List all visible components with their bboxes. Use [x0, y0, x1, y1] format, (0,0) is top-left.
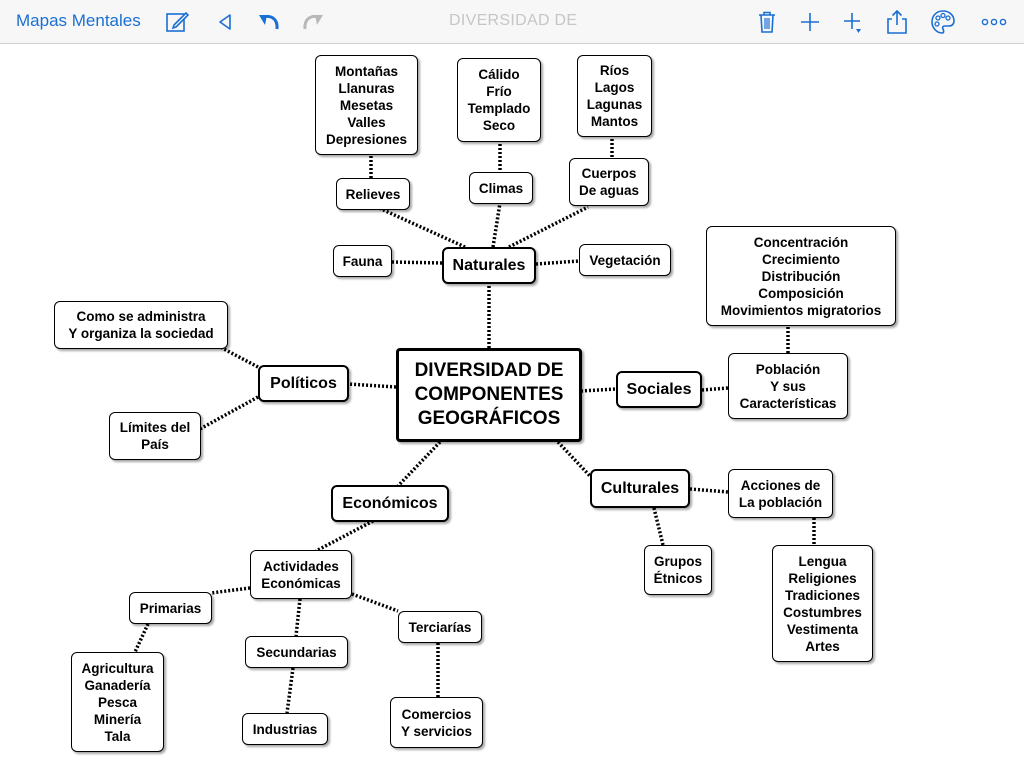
- comercios-node[interactable]: Comercios Y servicios: [390, 697, 483, 748]
- mindmap-canvas[interactable]: DIVERSIDAD DE COMPONENTES GEOGRÁFICOS Na…: [0, 45, 1024, 768]
- politicos-node[interactable]: Políticos: [258, 365, 349, 402]
- cuerpos-de-agua-node[interactable]: Cuerpos De aguas: [569, 158, 649, 206]
- document-title: DIVERSIDAD DE: [449, 12, 578, 29]
- palette-icon[interactable]: [930, 9, 956, 35]
- limites-node[interactable]: Límites del País: [109, 412, 201, 460]
- secundarias-node[interactable]: Secundarias: [245, 636, 348, 668]
- acciones-node[interactable]: Acciones de La población: [728, 469, 833, 518]
- administra-node[interactable]: Como se administra Y organiza la socieda…: [54, 301, 228, 349]
- cuerpos-de-agua-list-node[interactable]: Ríos Lagos Lagunas Mantos: [577, 55, 652, 137]
- sociales-node[interactable]: Sociales: [616, 371, 702, 408]
- actividades-node[interactable]: Actividades Económicas: [250, 550, 352, 599]
- industrias-node[interactable]: Industrias: [242, 713, 328, 745]
- trash-icon[interactable]: [754, 9, 780, 35]
- add-child-icon[interactable]: [840, 9, 866, 35]
- relieves-list-node[interactable]: Montañas Llanuras Mesetas Valles Depresi…: [315, 55, 418, 155]
- back-to-maps-button[interactable]: Mapas Mentales: [16, 11, 141, 30]
- poblacion-list-node[interactable]: Concentración Crecimiento Distribución C…: [706, 226, 896, 326]
- back-icon[interactable]: [212, 9, 238, 35]
- fauna-node[interactable]: Fauna: [333, 245, 392, 277]
- primarias-list-node[interactable]: Agricultura Ganadería Pesca Minería Tala: [71, 652, 164, 752]
- economicos-node[interactable]: Económicos: [331, 485, 449, 522]
- vegetacion-node[interactable]: Vegetación: [579, 244, 671, 276]
- climas-list-node[interactable]: Cálido Frío Templado Seco: [457, 58, 541, 142]
- terciarias-node[interactable]: Terciarías: [398, 611, 482, 643]
- share-icon[interactable]: [884, 9, 910, 35]
- acciones-list-node[interactable]: Lengua Religiones Tradiciones Costumbres…: [772, 545, 873, 662]
- primarias-node[interactable]: Primarias: [129, 592, 212, 624]
- relieves-node[interactable]: Relieves: [336, 178, 410, 210]
- edit-icon[interactable]: [164, 9, 190, 35]
- climas-node[interactable]: Climas: [469, 172, 533, 204]
- more-icon[interactable]: [980, 9, 1008, 35]
- redo-icon[interactable]: [300, 9, 326, 35]
- culturales-node[interactable]: Culturales: [590, 469, 690, 508]
- add-icon[interactable]: [797, 9, 823, 35]
- naturales-node[interactable]: Naturales: [442, 247, 536, 284]
- central-topic-node[interactable]: DIVERSIDAD DE COMPONENTES GEOGRÁFICOS: [396, 348, 582, 442]
- undo-icon[interactable]: [256, 9, 282, 35]
- grupos-etnicos-node[interactable]: Grupos Étnicos: [644, 545, 712, 595]
- connector-lines: [133, 137, 816, 714]
- toolbar: Mapas Mentales DIVERSIDAD DE: [0, 0, 1024, 44]
- poblacion-node[interactable]: Población Y sus Características: [728, 353, 848, 419]
